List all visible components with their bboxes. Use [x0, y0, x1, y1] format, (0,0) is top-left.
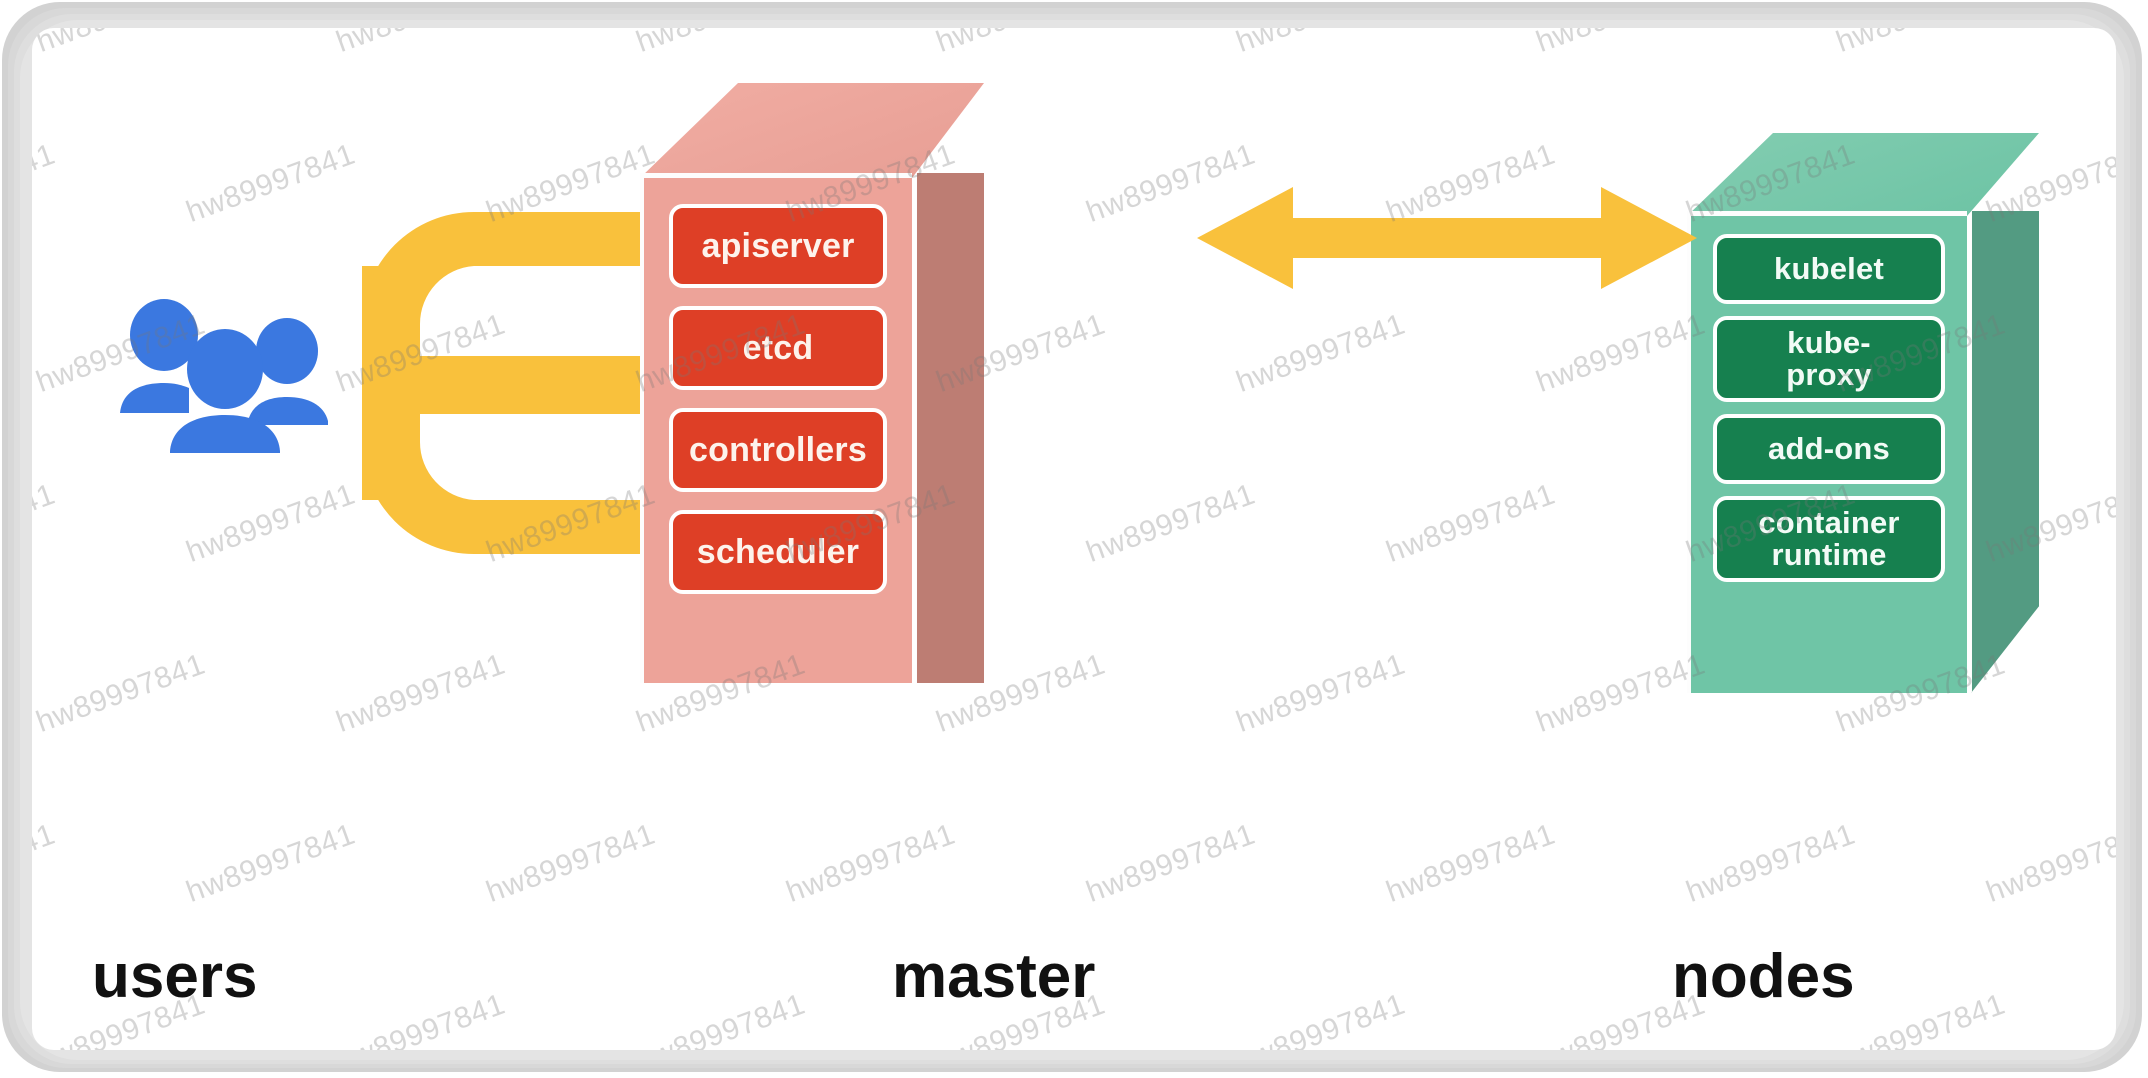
nodes-box-front-face: kubelet kube- proxy add-ons container ru… — [1687, 211, 1967, 693]
users-group-icon — [112, 293, 342, 453]
watermark-text: hw89997841 — [1682, 817, 1860, 910]
master-box-front-face: apiserver etcd controllers scheduler — [640, 173, 912, 683]
watermark-text: hw89997841 — [632, 28, 810, 60]
watermark-text: hw89997841 — [632, 987, 810, 1050]
node-component-add-ons[interactable]: add-ons — [1713, 414, 1945, 484]
diagram-card: apiserver etcd controllers scheduler kub… — [32, 28, 2116, 1050]
watermark-text: hw89997841 — [182, 137, 360, 230]
master-box-side-face — [916, 173, 984, 683]
watermark-text: hw89997841 — [1532, 307, 1710, 400]
watermark-text: hw89997841 — [32, 137, 60, 230]
master-label: master — [892, 942, 1096, 1011]
master-component-scheduler[interactable]: scheduler — [669, 510, 887, 594]
nodes-label: nodes — [1672, 942, 1855, 1011]
master-node-box: apiserver etcd controllers scheduler — [640, 83, 1020, 683]
watermark-text: hw89997841 — [32, 477, 60, 570]
node-component-kube-proxy[interactable]: kube- proxy — [1713, 316, 1945, 402]
watermark-text: hw89997841 — [1382, 817, 1560, 910]
watermark-text: hw89997841 — [332, 987, 510, 1050]
watermark-text: hw89997841 — [782, 817, 960, 910]
watermark-text: hw89997841 — [332, 28, 510, 60]
watermark-text: hw89997841 — [32, 647, 210, 740]
nodes-box-side-face — [1971, 211, 2039, 693]
watermark-text: hw89997841 — [332, 647, 510, 740]
watermark-text: hw89997841 — [1082, 477, 1260, 570]
nodes-box-top-face — [1687, 133, 2039, 216]
watermark-text: hw89997841 — [1382, 477, 1560, 570]
users-label: users — [92, 942, 258, 1011]
double-headed-arrow-icon — [1197, 173, 1697, 303]
master-component-etcd[interactable]: etcd — [669, 306, 887, 390]
watermark-text: hw89997841 — [32, 28, 210, 60]
watermark-text: hw89997841 — [932, 28, 1110, 60]
watermark-text: hw89997841 — [1232, 307, 1410, 400]
watermark-text: hw89997841 — [1232, 28, 1410, 60]
watermark-text: hw89997841 — [1832, 987, 2010, 1050]
master-component-controllers[interactable]: controllers — [669, 408, 887, 492]
watermark-text: hw89997841 — [182, 477, 360, 570]
watermark-text: hw89997841 — [482, 817, 660, 910]
watermark-text: hw89997841 — [1532, 28, 1710, 60]
worker-nodes-box: kubelet kube- proxy add-ons container ru… — [1687, 133, 2087, 693]
watermark-text: hw89997841 — [1982, 817, 2116, 910]
watermark-text: hw89997841 — [182, 817, 360, 910]
node-component-container-runtime[interactable]: container runtime — [1713, 496, 1945, 582]
watermark-text: hw89997841 — [1082, 817, 1260, 910]
master-component-apiserver[interactable]: apiserver — [669, 204, 887, 288]
watermark-text: hw89997841 — [32, 817, 60, 910]
watermark-text: hw89997841 — [1232, 647, 1410, 740]
watermark-text: hw89997841 — [1232, 987, 1410, 1050]
node-component-kubelet[interactable]: kubelet — [1713, 234, 1945, 304]
master-box-top-face — [640, 83, 984, 178]
watermark-text: hw89997841 — [1532, 647, 1710, 740]
watermark-text: hw89997841 — [1832, 28, 2010, 60]
